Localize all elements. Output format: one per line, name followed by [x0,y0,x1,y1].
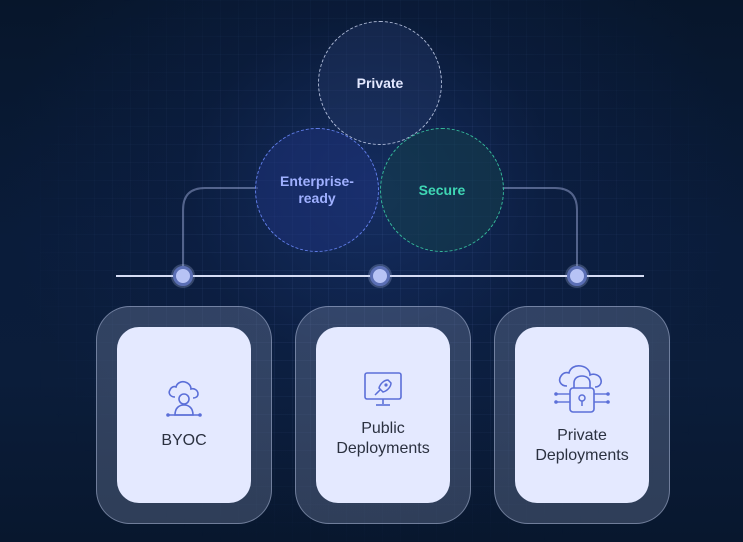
timeline-node-public [370,266,390,286]
right-connector [502,187,578,276]
private-label-line2: Deployments [535,447,629,464]
enterprise-line1: Enterprise- [280,173,354,189]
timeline-node-byoc [173,266,193,286]
left-connector [182,187,258,276]
enterprise-ready-circle: Enterprise- ready [255,128,379,252]
public-label-line2: Deployments [336,440,430,457]
private-label-line1: Private [557,427,607,444]
byoc-label: BYOC [161,432,207,449]
cloud-user-icon [164,379,204,421]
private-deployments-label: Private Deployments [535,426,628,466]
timeline-node-private [567,266,587,286]
public-deployments-label: Public Deployments [336,419,429,459]
secure-circle: Secure [380,128,504,252]
private-circle: Private [318,21,442,145]
cloud-lock-icon [553,364,611,416]
public-label-line1: Public [361,420,405,437]
byoc-card-inner: BYOC [117,327,251,503]
private-label: Private [356,74,404,91]
enterprise-line2: ready [298,190,336,206]
public-deployments-card-inner: Public Deployments [316,327,450,503]
public-deployments-card: Public Deployments [295,306,471,524]
private-deployments-card: Private Deployments [494,306,670,524]
enterprise-ready-label: Enterprise- ready [280,173,354,207]
secure-label: Secure [418,181,466,198]
private-deployments-card-inner: Private Deployments [515,327,649,503]
byoc-card: BYOC [96,306,272,524]
monitor-rocket-icon [362,371,404,409]
